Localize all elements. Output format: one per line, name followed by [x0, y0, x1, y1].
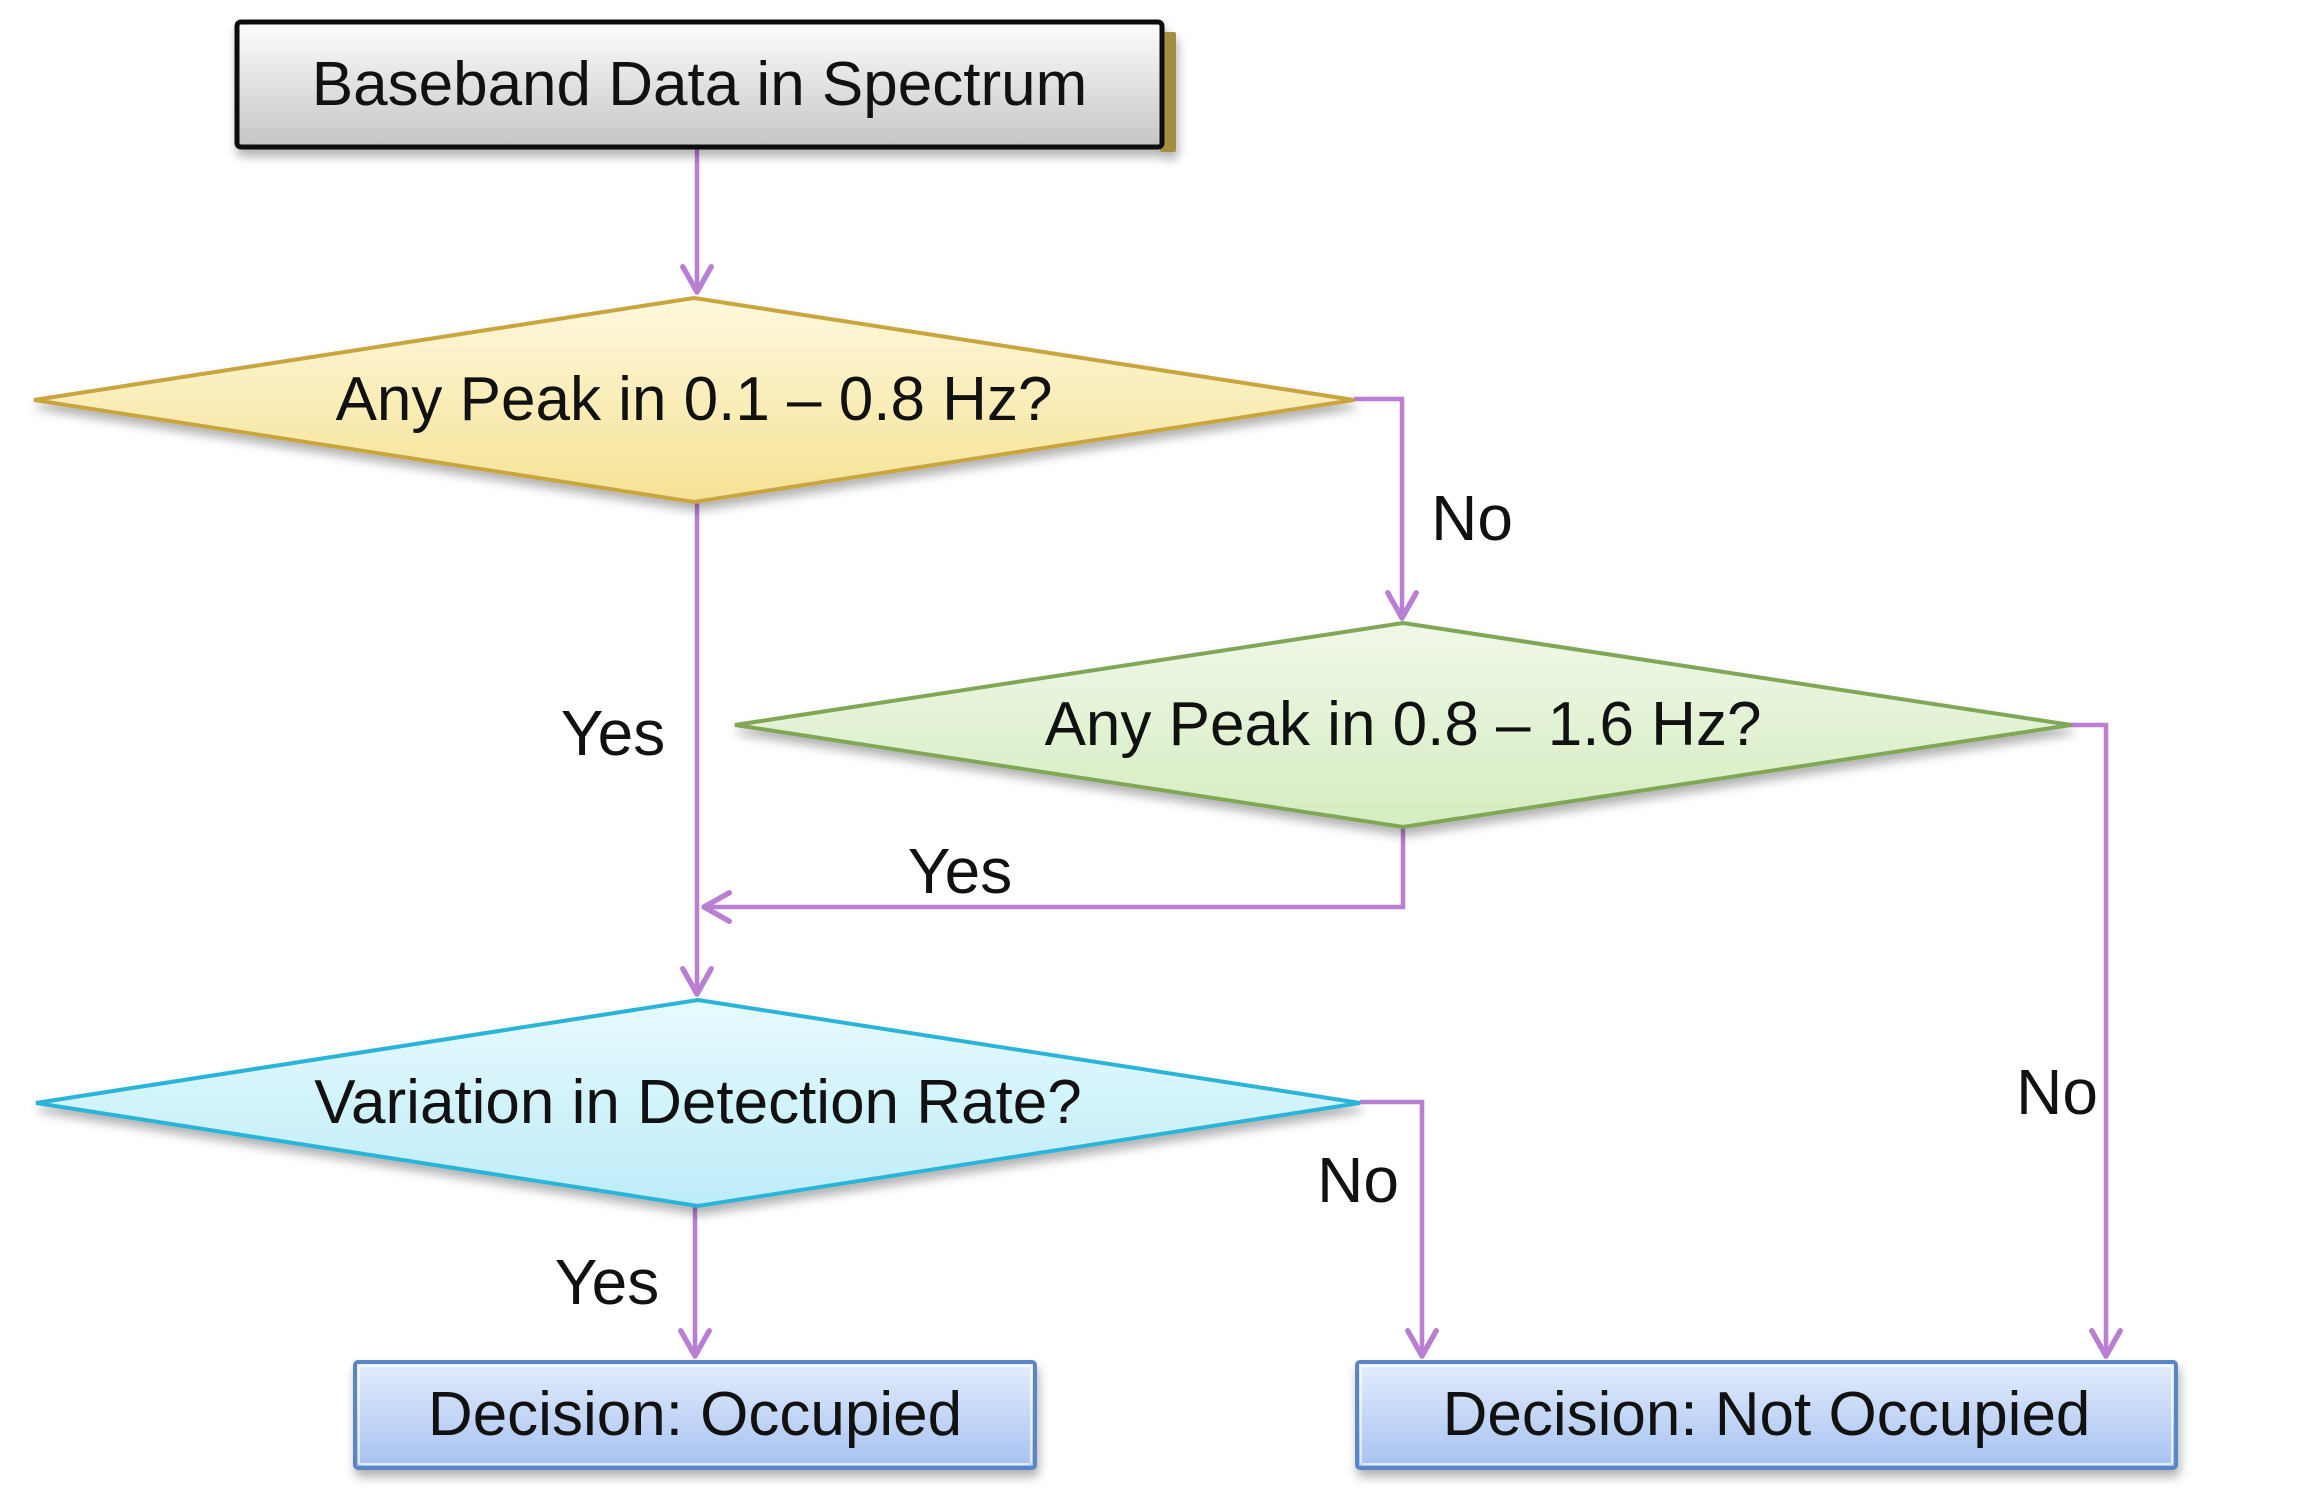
not-occupied-box-inner-highlight [1360, 1365, 2173, 1465]
occupied-box-inner-highlight [358, 1365, 1032, 1465]
variation-diamond-shape [35, 997, 1361, 1209]
edge-peak-hf-no [2065, 722, 2123, 1359]
connector-layer [678, 148, 2123, 1359]
edge-peak-hf-yes [701, 827, 1406, 924]
occupied-box-shape [353, 1360, 1037, 1470]
edge-peak-lf-no [1354, 396, 1419, 621]
peak-hf-diamond-shape [734, 620, 2072, 830]
edge-variation-no [1360, 1099, 1439, 1359]
node-layer [33, 19, 2178, 1470]
not-occupied-box-shape [1355, 1360, 2178, 1470]
start-node-shape [234, 19, 1165, 150]
peak-lf-diamond-shape [33, 295, 1355, 505]
